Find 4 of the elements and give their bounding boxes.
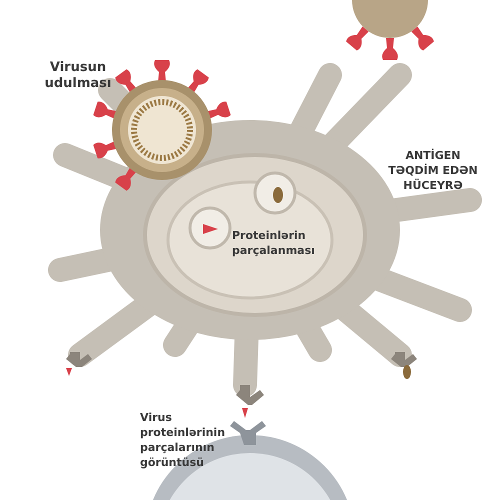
cell-label: ANTİGEN TƏQDİM EDƏN HÜCEYRƏ [388,148,478,193]
process-label: Virusun udulması [44,60,112,92]
process-label: Proteinlərin parçalanması [232,228,316,258]
process-label: Virus proteinlərinin parçalarının görüntüsü [140,410,226,470]
